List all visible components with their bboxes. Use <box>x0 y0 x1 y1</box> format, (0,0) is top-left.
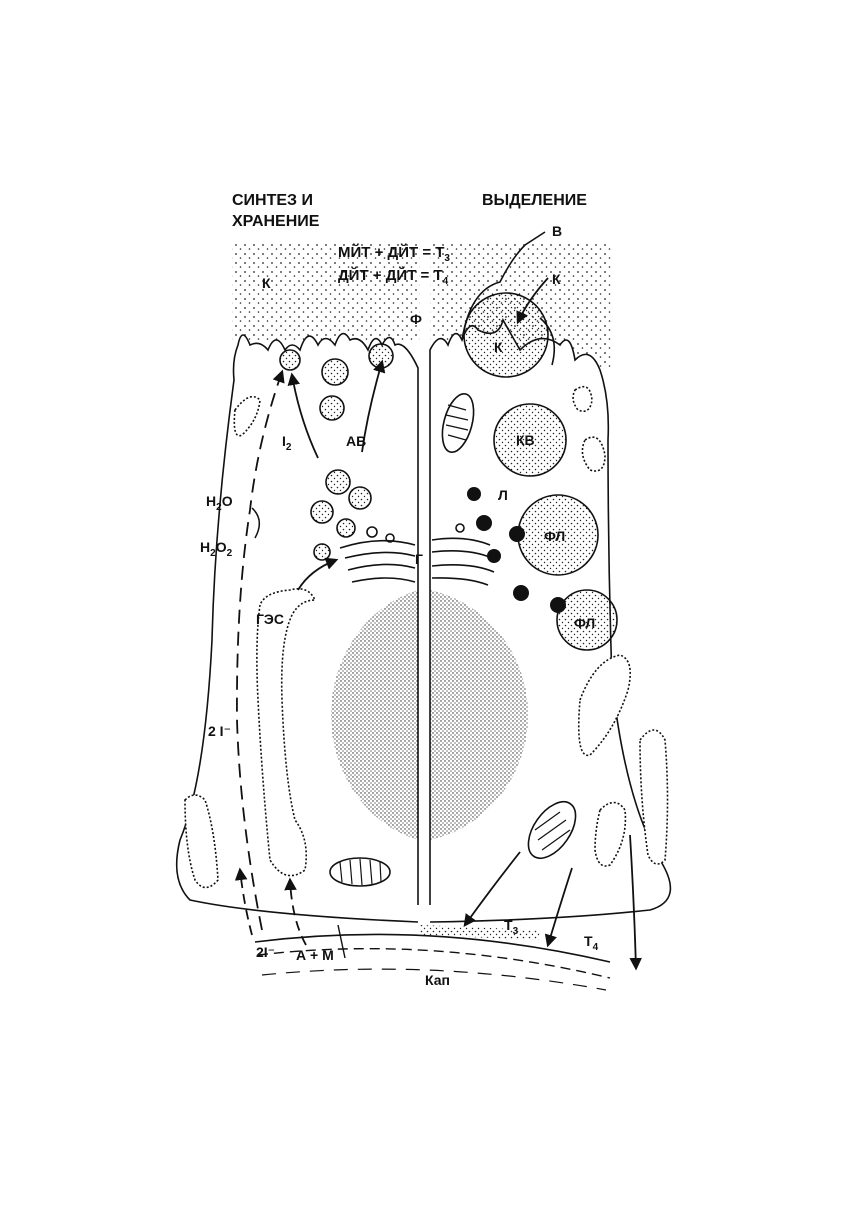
interstitial-stipple <box>420 925 540 940</box>
label-am: А + М <box>296 947 334 963</box>
mitochondrion-lower-left <box>330 858 390 886</box>
label-2i-bottom: 2I⁻ <box>256 944 275 960</box>
arrow-am-uptake <box>338 925 345 958</box>
label-h2o-o: O <box>222 493 233 509</box>
label-i2-sub: 2 <box>286 442 292 453</box>
label-v: В <box>552 223 562 239</box>
label-t4-sub: 4 <box>593 942 599 953</box>
label-h2o2-sub2: 2 <box>227 548 233 559</box>
label-h2o2-o: O <box>216 539 227 555</box>
equation-t4-prefix: ДЙТ + ДЙТ = Т <box>338 266 443 284</box>
equation-t3-prefix: МЙТ + ДЙТ = Т <box>338 243 444 261</box>
heading-secretion: ВЫДЕЛЕНИЕ <box>482 192 587 209</box>
label-fl-1: ФЛ <box>544 528 565 544</box>
label-av: АВ <box>346 433 366 449</box>
colloid-droplet-vesicle <box>464 293 548 377</box>
label-t3-sub: 3 <box>513 926 519 937</box>
label-ges: ГЭС <box>256 611 284 627</box>
heading-synthesis-line1: СИНТЕЗ И <box>232 192 313 209</box>
label-k-colloid-right: К <box>552 271 561 287</box>
equation-t4: ДЙТ + ДЙТ = Т4 <box>338 266 449 287</box>
label-f: Ф <box>410 311 422 327</box>
label-2i-cell: 2 I⁻ <box>208 723 231 739</box>
label-kv: КВ <box>516 432 535 448</box>
equation-t3: МЙТ + ДЙТ = Т3 <box>338 243 450 264</box>
label-h2o-h: H <box>206 493 216 509</box>
equation-t4-sub: 4 <box>443 276 449 287</box>
label-k-vesicle: К <box>494 339 503 355</box>
label-golgi: Г <box>415 551 423 567</box>
label-t4: Т4 <box>584 933 599 953</box>
label-fl-2: ФЛ <box>574 615 595 631</box>
label-k-colloid-left: К <box>262 275 271 291</box>
heading-synthesis-line2: ХРАНЕНИЕ <box>232 213 320 230</box>
equation-t3-sub: 3 <box>444 253 450 264</box>
label-l: Л <box>498 487 508 503</box>
label-capillary: Кап <box>425 972 450 988</box>
label-h2o2-h: H <box>200 539 210 555</box>
